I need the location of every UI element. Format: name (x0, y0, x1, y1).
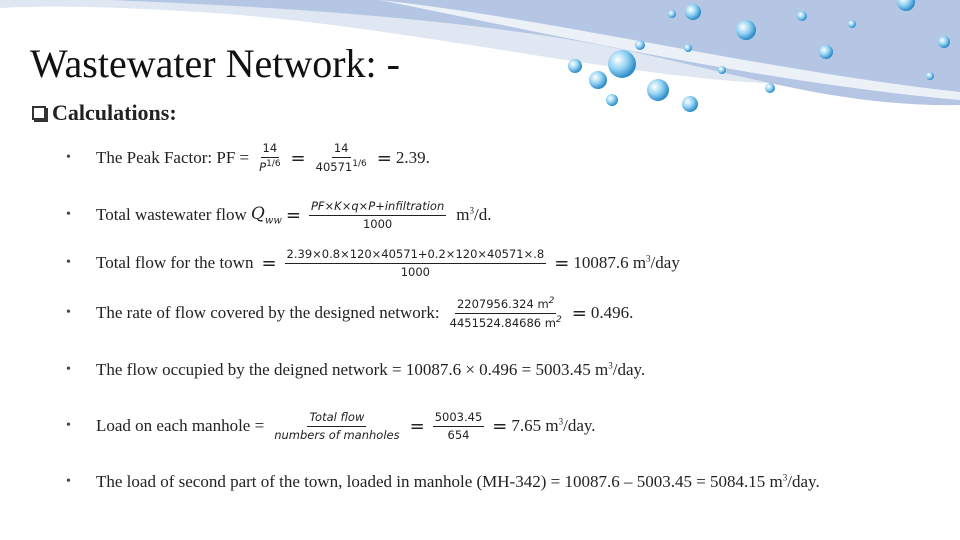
wave-highlight (380, 0, 960, 100)
header-decoration (0, 0, 960, 112)
list-item-second-part-load: • The load of second part of the town, l… (66, 462, 824, 502)
town-flow-fraction: 2.39×0.8×120×40571+0.2×120×40571×.8 1000 (284, 246, 547, 279)
peak-factor-label: The Peak Factor: PF = (96, 148, 250, 167)
checkbox-bullet-icon (32, 106, 46, 120)
section-heading: Calculations: (32, 100, 177, 126)
bullet-icon: • (66, 305, 71, 320)
bullet-icon: • (66, 150, 71, 165)
manhole-load-formula-fraction: Total flow numbers of manholes (274, 409, 400, 442)
manhole-load-label: Load on each manhole = (96, 416, 265, 435)
list-item-town-flow: • Total flow for the town = 2.39×0.8×120… (66, 246, 680, 279)
town-flow-label: Total flow for the town (96, 253, 254, 272)
list-item-peak-factor: • The Peak Factor: PF = 14 P1/6 = 14 405… (66, 141, 430, 174)
list-item-manhole-load: • Load on each manhole = Total flow numb… (66, 409, 596, 442)
town-flow-result: 10087.6 m3/day (573, 253, 680, 272)
section-heading-text: Calculations: (52, 100, 177, 125)
flow-rate-fraction: 2207956.324 m2 4451524.84686 m2 (449, 296, 562, 330)
list-item-flow-rate: • The rate of flow covered by the design… (66, 296, 634, 330)
slide-title: Wastewater Network: - (30, 41, 400, 86)
flow-rate-result: 0.496. (590, 303, 634, 322)
flow-occupied-text: The flow occupied by the deigned network… (96, 360, 646, 379)
wastewater-flow-fraction: PF×K×q×P+infiltration 1000 (308, 198, 447, 231)
bullet-icon: • (66, 418, 71, 433)
list-item-wastewater-flow: • Total wastewater flow Qww = PF×K×q×P+i… (66, 198, 492, 231)
bullet-icon: • (66, 362, 71, 377)
second-part-load-text: The load of second part of the town, loa… (96, 472, 820, 491)
manhole-load-result: 7.65 m3/day. (511, 416, 596, 435)
bullet-icon: • (66, 474, 71, 489)
manhole-load-value-fraction: 5003.45 654 (432, 409, 485, 442)
peak-factor-value-fraction: 14 405711/6 (315, 141, 367, 174)
wastewater-flow-label: Total wastewater flow (96, 205, 247, 224)
flow-rate-label: The rate of flow covered by the designed… (96, 303, 440, 322)
peak-factor-result: 2.39. (395, 148, 430, 167)
q-variable: Qww (250, 203, 282, 227)
bubble-cluster (568, 0, 950, 112)
peak-factor-formula-fraction: 14 P1/6 (259, 141, 281, 174)
wastewater-flow-unit: m3/d. (456, 205, 492, 224)
bullet-icon: • (66, 255, 71, 270)
list-item-flow-occupied: • The flow occupied by the deigned netwo… (66, 350, 649, 390)
bullet-icon: • (66, 207, 71, 222)
